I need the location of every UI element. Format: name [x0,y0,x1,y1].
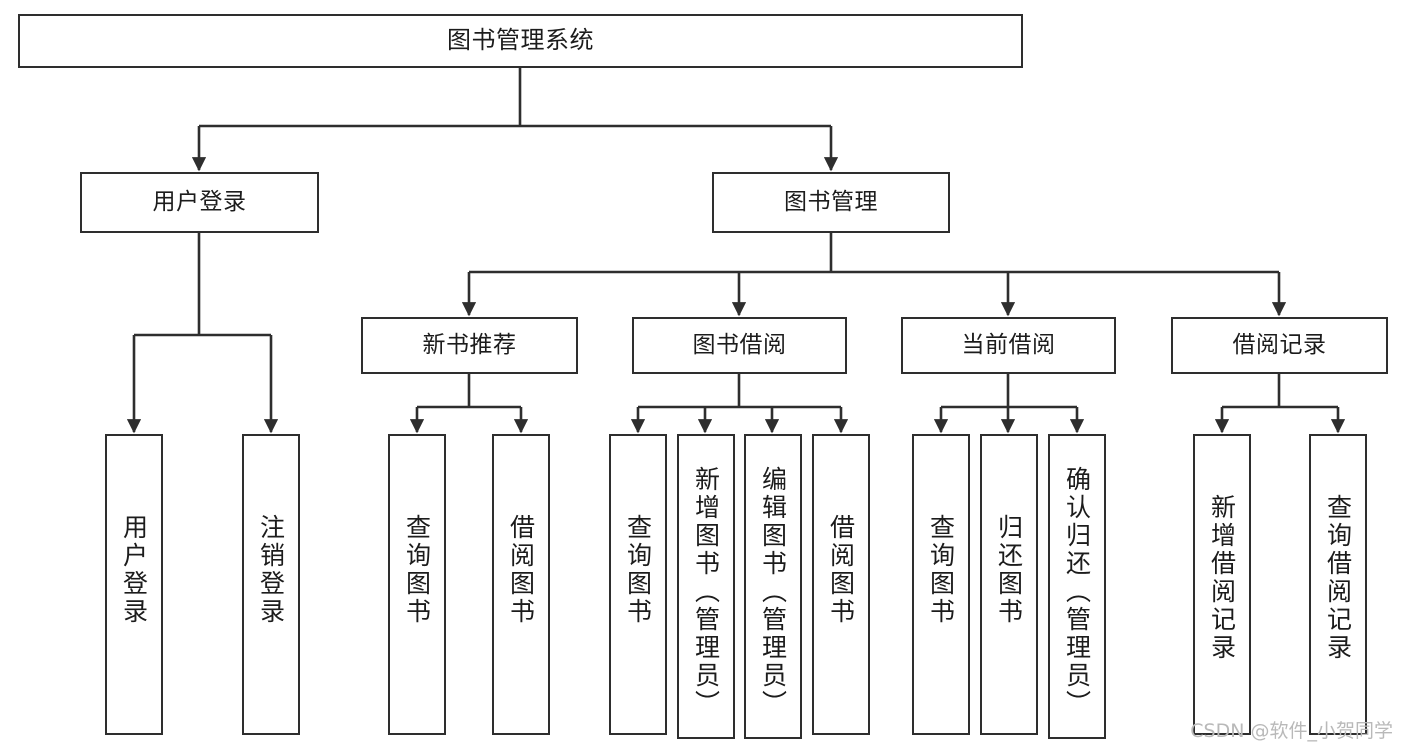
node-leaf-query-record[interactable]: 查询借阅记录 [1309,434,1367,735]
node-label: 归还图书 [994,514,1024,626]
node-leaf-query-book-1[interactable]: 查询图书 [388,434,446,735]
node-label: 查询图书 [926,514,956,626]
node-label: 注销登录 [256,514,286,626]
node-label: 借阅图书 [506,514,536,626]
node-label: 借阅图书 [826,514,856,626]
node-label: 图书管理系统 [447,26,594,55]
node-label: 图书借阅 [692,332,787,359]
node-label: 新书推荐 [422,332,517,359]
node-new-book-recommend[interactable]: 新书推荐 [361,317,578,374]
node-leaf-edit-book[interactable]: 编辑图书（管理员） [744,434,802,739]
node-label: 借阅记录 [1232,332,1327,359]
node-label: 图书管理 [784,189,878,216]
node-leaf-borrow-book-1[interactable]: 借阅图书 [492,434,550,735]
node-label: 用户登录 [152,189,247,216]
watermark: CSDN @软件_小贺同学 [1190,720,1393,742]
node-leaf-logout-login[interactable]: 注销登录 [242,434,300,735]
node-leaf-user-login[interactable]: 用户登录 [105,434,163,735]
node-leaf-confirm-return[interactable]: 确认归还（管理员） [1048,434,1106,739]
node-leaf-add-record[interactable]: 新增借阅记录 [1193,434,1251,735]
node-label: 查询图书 [623,514,653,626]
node-user-login[interactable]: 用户登录 [80,172,319,233]
node-book-management[interactable]: 图书管理 [712,172,950,233]
node-label: 新增图书（管理员） [691,466,721,718]
node-borrow-record[interactable]: 借阅记录 [1171,317,1388,374]
node-label: 确认归还（管理员） [1062,466,1092,718]
node-leaf-borrow-book-2[interactable]: 借阅图书 [812,434,870,735]
node-book-borrow[interactable]: 图书借阅 [632,317,847,374]
node-label: 用户登录 [119,514,149,626]
node-label: 当前借阅 [961,332,1056,359]
node-leaf-query-book-3[interactable]: 查询图书 [912,434,970,735]
node-root-book-management-system[interactable]: 图书管理系统 [18,14,1023,68]
node-leaf-return-book[interactable]: 归还图书 [980,434,1038,735]
node-current-borrow[interactable]: 当前借阅 [901,317,1116,374]
node-label: 编辑图书（管理员） [758,466,788,718]
node-leaf-add-book[interactable]: 新增图书（管理员） [677,434,735,739]
node-leaf-query-book-2[interactable]: 查询图书 [609,434,667,735]
node-label: 查询借阅记录 [1323,494,1353,662]
node-label: 新增借阅记录 [1207,494,1237,662]
node-label: 查询图书 [402,514,432,626]
